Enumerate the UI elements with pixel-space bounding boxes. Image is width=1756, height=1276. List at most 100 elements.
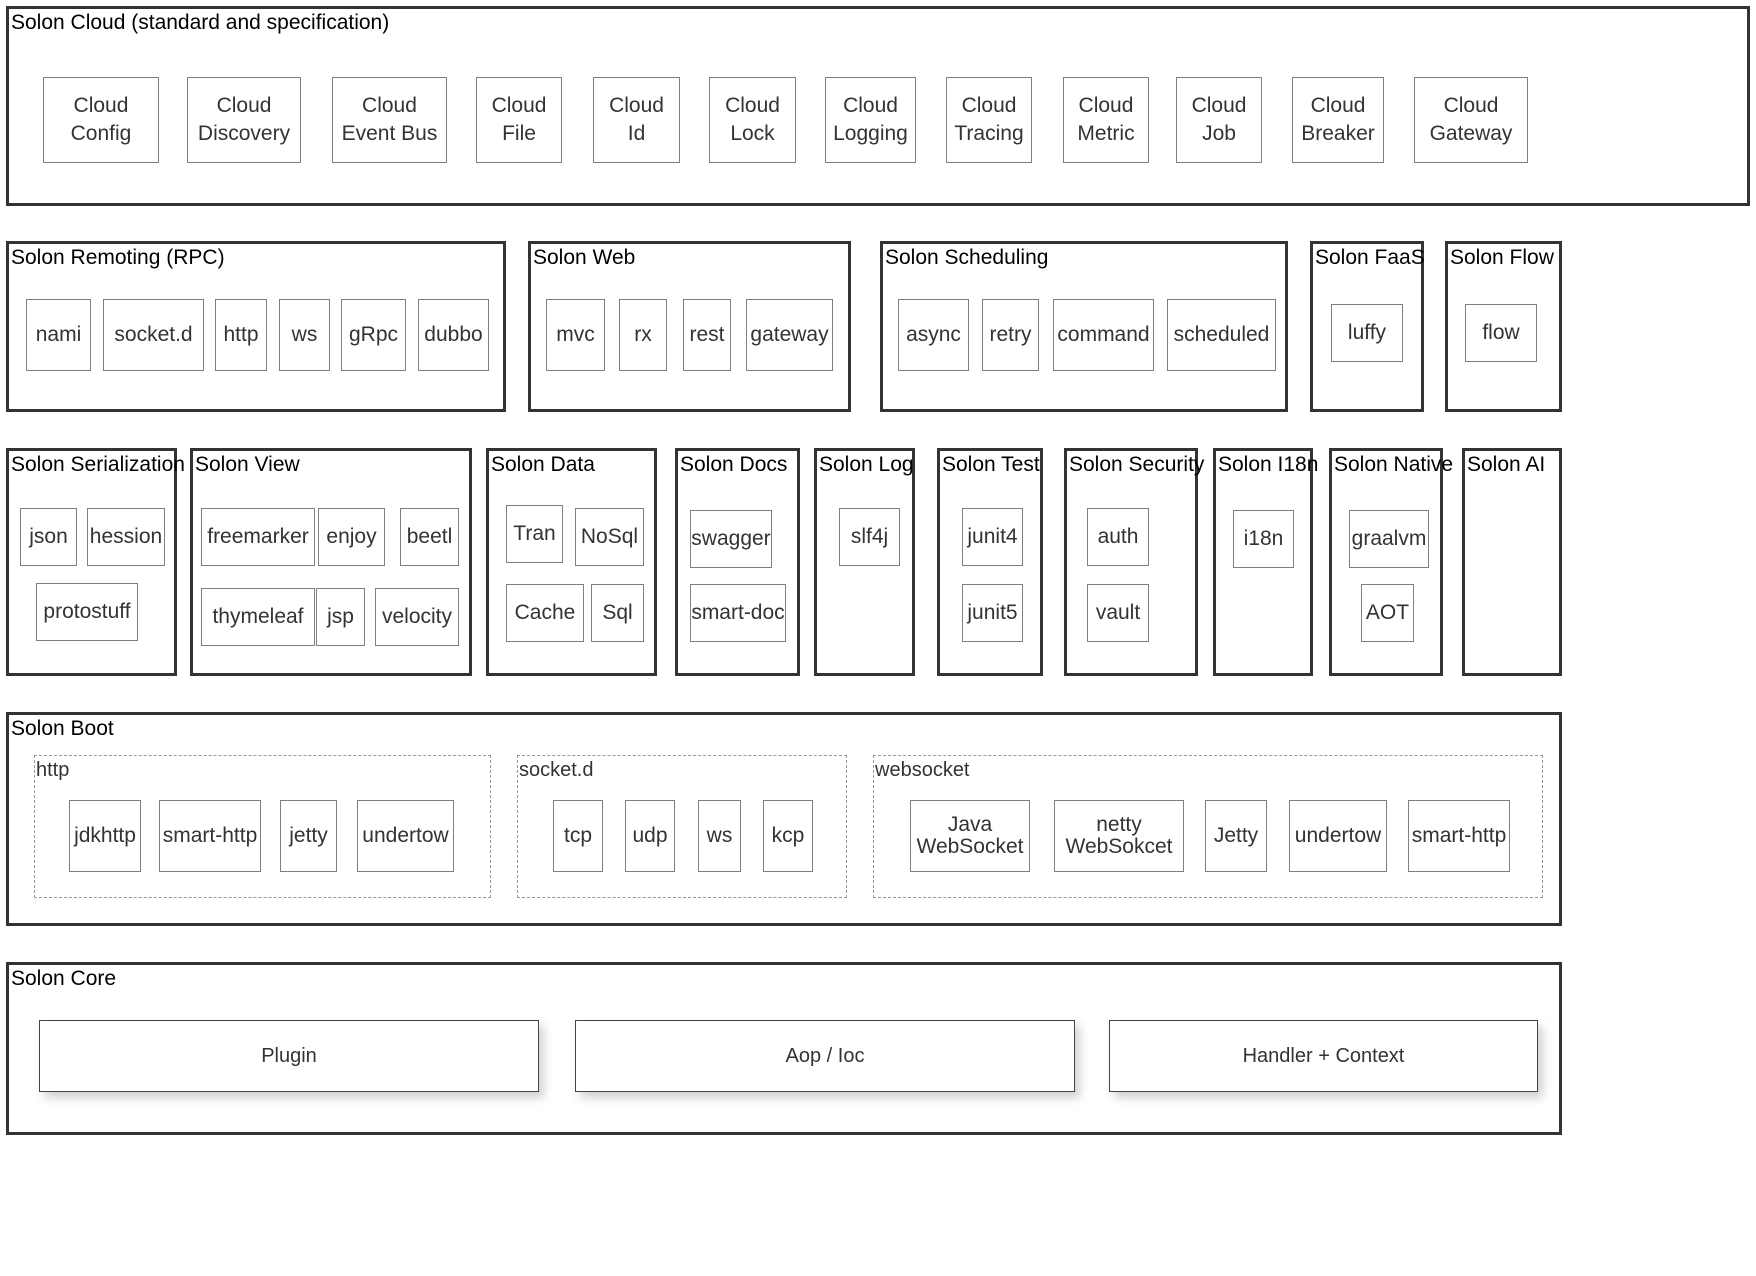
section-title: Solon Native [1334, 453, 1454, 476]
module-grpc: gRpc [341, 299, 406, 371]
section-title: Solon Scheduling [885, 246, 1049, 269]
module-udp: udp [625, 800, 675, 872]
module-velocity: velocity [375, 588, 459, 646]
section-solon-core: Solon Core Plugin Aop / Ioc Handler + Co… [6, 962, 1562, 1135]
module-nosql: NoSql [575, 508, 644, 566]
module-kcp: kcp [763, 800, 813, 872]
module-ws: ws [698, 800, 741, 872]
module-smart-doc: smart-doc [690, 584, 786, 642]
module-cloud-discovery: Cloud Discovery [187, 77, 301, 163]
module-rx: rx [619, 299, 667, 371]
module-jdkhttp: jdkhttp [69, 800, 141, 872]
group-socket-d: socket.d tcp udp ws kcp [517, 755, 847, 898]
module-rest: rest [683, 299, 731, 371]
section-title: Solon Remoting (RPC) [11, 246, 225, 269]
group-http: http jdkhttp smart-http jetty undertow [34, 755, 491, 898]
module-retry: retry [982, 299, 1039, 371]
module-cloud-logging: Cloud Logging [825, 77, 916, 163]
module-ws: ws [279, 299, 330, 371]
module-slf4j: slf4j [839, 508, 900, 566]
section-title: Solon Test [942, 453, 1040, 476]
module-java-websocket: Java WebSocket [910, 800, 1030, 872]
module-luffy: luffy [1331, 304, 1403, 362]
module-graalvm: graalvm [1349, 510, 1429, 568]
module-beetl: beetl [400, 508, 459, 566]
module-command: command [1053, 299, 1154, 371]
section-solon-docs: Solon Docs swagger smart-doc [675, 448, 800, 676]
module-i18n: i18n [1233, 510, 1294, 568]
group-title: http [36, 759, 70, 781]
section-solon-log: Solon Log slf4j [814, 448, 915, 676]
core-aop-ioc: Aop / Ioc [575, 1020, 1075, 1092]
module-tran: Tran [506, 505, 563, 563]
module-swagger: swagger [690, 510, 772, 568]
module-thymeleaf: thymeleaf [201, 588, 315, 646]
module-junit5: junit5 [962, 584, 1023, 642]
section-title: Solon Core [11, 967, 117, 990]
module-dubbo: dubbo [418, 299, 489, 371]
module-smart-http-ws: smart-http [1408, 800, 1510, 872]
module-freemarker: freemarker [201, 508, 315, 566]
module-cloud-tracing: Cloud Tracing [946, 77, 1032, 163]
section-title: Solon Serialization [11, 453, 185, 476]
module-smart-http: smart-http [159, 800, 261, 872]
module-cloud-config: Cloud Config [43, 77, 159, 163]
section-title: Solon View [195, 453, 300, 476]
section-title: Solon Web [533, 246, 636, 269]
group-websocket: websocket Java WebSocket netty WebSokcet… [873, 755, 1543, 898]
section-title: Solon Flow [1450, 246, 1554, 269]
module-undertow-ws: undertow [1289, 800, 1387, 872]
module-auth: auth [1087, 508, 1149, 566]
module-cloud-job: Cloud Job [1176, 77, 1262, 163]
section-title: Solon Data [491, 453, 595, 476]
module-tcp: tcp [553, 800, 603, 872]
module-cloud-event-bus: Cloud Event Bus [332, 77, 447, 163]
module-http: http [215, 299, 267, 371]
section-title: Solon Log [819, 453, 914, 476]
module-json: json [20, 508, 77, 566]
module-undertow: undertow [357, 800, 454, 872]
section-solon-web: Solon Web mvc rx rest gateway [528, 241, 851, 412]
core-plugin: Plugin [39, 1020, 539, 1092]
section-title: Solon AI [1467, 453, 1546, 476]
section-title: Solon FaaS [1315, 246, 1425, 269]
module-cache: Cache [506, 584, 584, 642]
section-solon-faas: Solon FaaS luffy [1310, 241, 1425, 412]
module-jetty: jetty [280, 800, 337, 872]
module-cloud-metric: Cloud Metric [1063, 77, 1149, 163]
section-solon-test: Solon Test junit4 junit5 [937, 448, 1043, 676]
section-solon-security: Solon Security auth vault [1064, 448, 1204, 676]
module-mvc: mvc [546, 299, 605, 371]
section-title: Solon Docs [680, 453, 788, 476]
section-solon-boot: Solon Boot http jdkhttp smart-http jetty… [6, 712, 1562, 926]
module-socket-d: socket.d [103, 299, 204, 371]
section-solon-data: Solon Data Tran NoSql Cache Sql [486, 448, 657, 676]
section-solon-native: Solon Native graalvm AOT [1329, 448, 1453, 676]
section-solon-scheduling: Solon Scheduling async retry command sch… [880, 241, 1288, 412]
section-solon-flow: Solon Flow flow [1445, 241, 1562, 412]
section-solon-i18n: Solon I18n i18n [1213, 448, 1318, 676]
module-netty-websokcet: netty WebSokcet [1054, 800, 1184, 872]
module-cloud-breaker: Cloud Breaker [1292, 77, 1384, 163]
section-solon-view: Solon View freemarker enjoy beetl thymel… [190, 448, 472, 676]
module-cloud-gateway: Cloud Gateway [1414, 77, 1528, 163]
module-sql: Sql [591, 584, 644, 642]
module-scheduled: scheduled [1167, 299, 1276, 371]
module-cloud-id: Cloud Id [593, 77, 680, 163]
module-aot: AOT [1361, 584, 1414, 642]
section-title: Solon Security [1069, 453, 1205, 476]
module-protostuff: protostuff [36, 583, 138, 641]
section-solon-ai: Solon AI [1462, 448, 1562, 676]
section-solon-serialization: Solon Serialization json hession protost… [6, 448, 185, 676]
section-title: Solon Cloud (standard and specification) [11, 11, 390, 34]
core-handler-context: Handler + Context [1109, 1020, 1538, 1092]
module-flow: flow [1465, 304, 1537, 362]
module-nami: nami [26, 299, 91, 371]
module-jetty-ws: Jetty [1205, 800, 1267, 872]
section-title: Solon Boot [11, 717, 114, 740]
module-junit4: junit4 [962, 508, 1023, 566]
module-hession: hession [87, 508, 165, 566]
module-vault: vault [1087, 584, 1149, 642]
group-title: socket.d [519, 759, 594, 781]
module-cloud-file: Cloud File [476, 77, 562, 163]
